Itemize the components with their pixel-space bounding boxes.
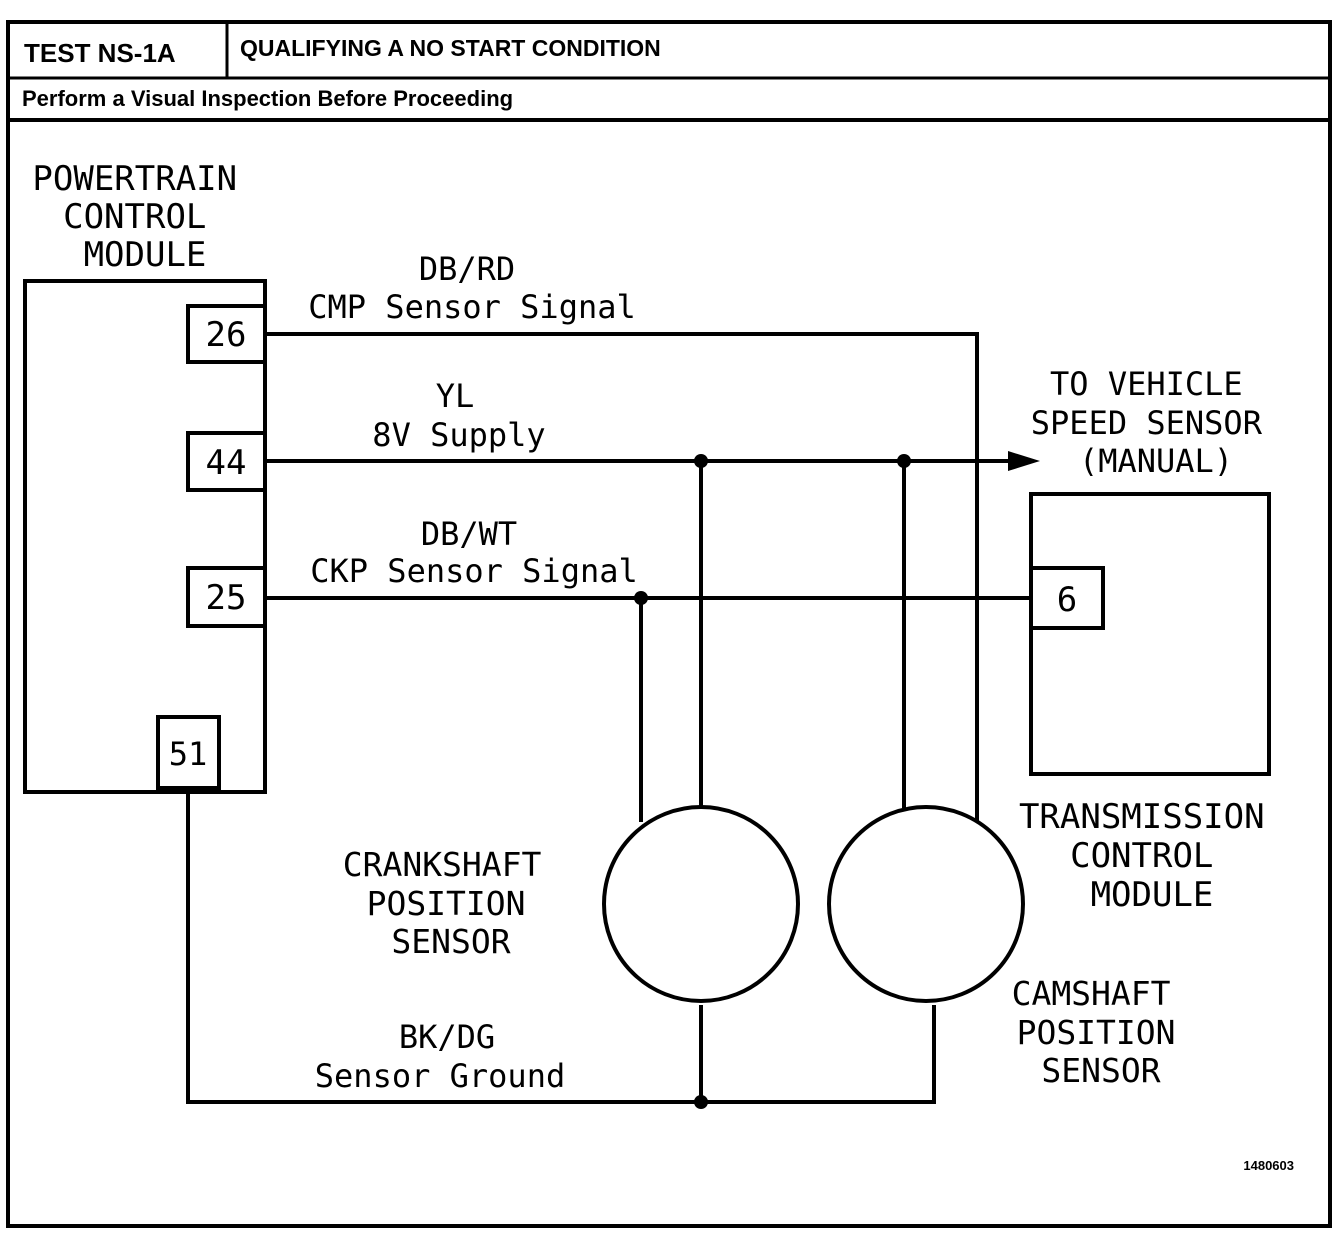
outer-frame [6,20,1332,1228]
crank-sensor-line-1: CRANKSHAFT [343,845,542,884]
tcm-box [1029,492,1271,776]
pcm-pin-26-label: 26 [206,315,247,355]
tcm-label-line-1: TRANSMISSION [1019,797,1265,837]
pcm-pin-26 [186,304,267,364]
crank-sensor-line-3: SENSOR [391,922,510,961]
tcm-pin-6 [1029,566,1105,630]
test-id: TEST NS-1A [24,38,176,68]
tcm-pin-6-label: 6 [1057,580,1077,620]
wire-ground-name: Sensor Ground [315,1057,565,1095]
vss-label: TO VEHICLE SPEED SENSOR (MANUAL) [1031,365,1281,480]
wire-cmp-color: DB/RD [419,250,515,288]
wire-ckp-name: CKP Sensor Signal [310,552,638,590]
junction-dot [694,454,708,468]
camshaft-sensor-icon [827,805,1025,1003]
cam-sensor-line-3: SENSOR [1041,1051,1160,1090]
pcm-label-line-2: CONTROL [63,197,206,237]
wire-cmp [265,332,979,822]
test-title: QUALIFYING A NO START CONDITION [240,35,661,61]
wire-supply-color: YL [436,377,475,415]
pcm-pin-25 [186,566,267,628]
test-subtitle: Perform a Visual Inspection Before Proce… [22,86,513,111]
tcm-label-line-3: MODULE [1091,875,1214,915]
cam-sensor-label: CAMSHAFT POSITION SENSOR [1012,974,1196,1090]
pcm-pin-51 [156,715,221,790]
pcm-pin-51-label: 51 [169,735,208,773]
vss-label-line-2: SPEED SENSOR [1031,404,1263,442]
wire-ground [186,788,936,1104]
wire-ground-color: BK/DG [399,1018,495,1056]
pcm-box [23,279,267,794]
pcm-label-line-1: POWERTRAIN [32,159,237,199]
vss-arrow-icon [1008,451,1040,471]
junction-dot [897,454,911,468]
cam-sensor-line-1: CAMSHAFT [1012,974,1171,1013]
junction-dot [634,591,648,605]
pcm-label-line-3: MODULE [84,235,207,275]
pcm-pin-25-label: 25 [206,578,247,618]
tcm-label-line-2: CONTROL [1070,836,1213,876]
crank-sensor-line-2: POSITION [367,884,526,923]
wire-ckp-color: DB/WT [421,515,517,553]
crank-sensor-label: CRANKSHAFT POSITION SENSOR [343,845,562,961]
junction-dot [694,1095,708,1109]
pcm-pin-44 [186,431,267,492]
wire-cmp-name: CMP Sensor Signal [308,288,636,326]
pcm-pin-44-label: 44 [206,443,247,483]
pcm-label: POWERTRAIN CONTROL MODULE [32,159,257,275]
crankshaft-sensor-icon [602,805,800,1003]
vss-label-line-3: (MANUAL) [1079,442,1233,480]
vss-label-line-1: TO VEHICLE [1050,365,1243,403]
figure-id: 1480603 [1243,1158,1294,1173]
cam-sensor-line-2: POSITION [1017,1013,1176,1052]
wire-supply-name: 8V Supply [372,416,545,454]
tcm-label: TRANSMISSION CONTROL MODULE [1019,797,1285,915]
